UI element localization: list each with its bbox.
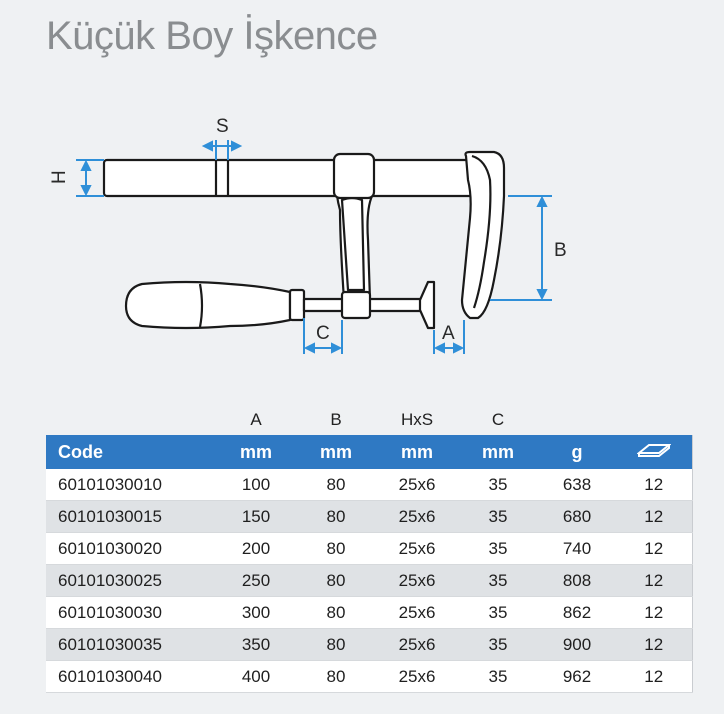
table-cell: 300 — [216, 596, 296, 629]
table-cell: 60101030025 — [46, 564, 216, 597]
table-cell: 638 — [538, 469, 616, 501]
table-cell: 60101030020 — [46, 532, 216, 565]
clamp-bar — [102, 158, 498, 198]
handle-groove — [198, 283, 204, 328]
column-header-code: Code — [46, 435, 216, 469]
top-header-a: A — [250, 410, 262, 429]
fixed-jaw — [460, 150, 506, 320]
dim-label-c: C — [316, 323, 330, 344]
spec-table-section: A B HxS C Code mm mm mm mm g — [46, 405, 693, 693]
table-cell: 25x6 — [376, 469, 458, 501]
swivel-pad — [418, 280, 436, 330]
table-cell: 25x6 — [376, 596, 458, 629]
table-cell: 80 — [296, 500, 376, 533]
screw-nut — [340, 290, 372, 320]
table-cell: 100 — [216, 469, 296, 501]
table-cell: 25x6 — [376, 500, 458, 533]
table-cell: 80 — [296, 596, 376, 629]
table-cell: 962 — [538, 660, 616, 693]
table-cell: 60101030035 — [46, 628, 216, 661]
table-cell: 25x6 — [376, 564, 458, 597]
unit-group-headers: A B HxS C — [46, 405, 692, 435]
table-cell: 25x6 — [376, 532, 458, 565]
dim-label-h: H — [49, 170, 70, 184]
table-cell: 12 — [616, 500, 692, 533]
column-header-c-unit: mm — [458, 435, 538, 469]
column-header-hxs-unit: mm — [376, 435, 458, 469]
table-cell: 680 — [538, 500, 616, 533]
table-cell: 12 — [616, 564, 692, 597]
sliding-arm-collar — [332, 152, 376, 200]
table-cell: 35 — [458, 660, 538, 693]
handle-ferrule — [288, 288, 306, 322]
table-cell: 35 — [458, 469, 538, 501]
table-cell: 80 — [296, 469, 376, 501]
table-cell: 25x6 — [376, 660, 458, 693]
column-header-package — [616, 435, 692, 469]
table-cell: 12 — [616, 596, 692, 629]
table-cell: 60101030040 — [46, 660, 216, 693]
table-cell: 35 — [458, 564, 538, 597]
table-cell: 12 — [616, 628, 692, 661]
table-cell: 862 — [538, 596, 616, 629]
table-cell: 900 — [538, 628, 616, 661]
table-header-row: Code mm mm mm mm g — [46, 435, 692, 469]
table-cell: 80 — [296, 628, 376, 661]
package-icon — [635, 443, 672, 457]
column-header-a-unit: mm — [216, 435, 296, 469]
table-cell: 12 — [616, 469, 692, 501]
table-cell: 808 — [538, 564, 616, 597]
dim-label-b: B — [554, 240, 567, 261]
table-cell: 25x6 — [376, 628, 458, 661]
table-cell: 12 — [616, 532, 692, 565]
table-cell: 400 — [216, 660, 296, 693]
column-header-b-unit: mm — [296, 435, 376, 469]
table-cell: 60101030015 — [46, 500, 216, 533]
handle — [124, 280, 292, 330]
top-header-hxs: HxS — [400, 410, 434, 429]
table-cell: 35 — [458, 596, 538, 629]
table-cell: 35 — [458, 628, 538, 661]
column-header-weight: g — [538, 435, 616, 469]
table-cell: 60101030030 — [46, 596, 216, 629]
table-cell: 80 — [296, 532, 376, 565]
table-cell: 200 — [216, 532, 296, 565]
page-title: Küçük Boy İşkence — [46, 14, 378, 58]
top-header-b: B — [330, 410, 342, 429]
clamp-diagram: S H B C A — [49, 116, 567, 354]
table-cell: 35 — [458, 532, 538, 565]
table-cell: 35 — [458, 500, 538, 533]
table-cell: 350 — [216, 628, 296, 661]
dim-label-s: S — [216, 116, 229, 137]
table-cell: 80 — [296, 564, 376, 597]
table-cell: 60101030010 — [46, 469, 216, 501]
dim-label-a: A — [442, 323, 455, 344]
dimension-labels: S H B C A — [49, 116, 567, 344]
table-cell: 80 — [296, 660, 376, 693]
top-header-c: C — [491, 410, 505, 429]
dimension-lines — [76, 140, 552, 354]
table-cell: 12 — [616, 660, 692, 693]
table-cell: 250 — [216, 564, 296, 597]
table-cell: 150 — [216, 500, 296, 533]
fixed-jaw-inner — [471, 154, 492, 309]
clamp-drawing — [102, 150, 506, 330]
table-cell: 740 — [538, 532, 616, 565]
